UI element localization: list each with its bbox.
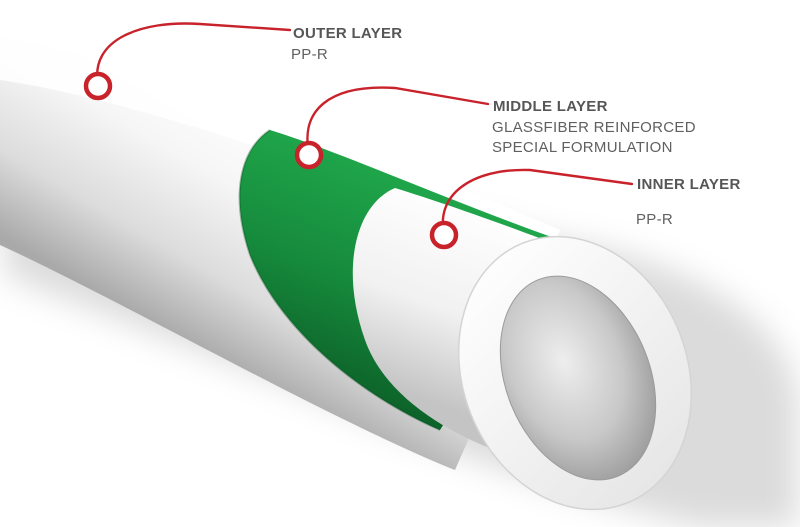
middle-callout-line [306, 86, 490, 155]
middle-layer-material-line2: SPECIAL FORMULATION [492, 139, 673, 156]
inner-callout-marker [429, 220, 459, 250]
inner-layer-title: INNER LAYER [637, 176, 741, 193]
middle-layer-title: MIDDLE LAYER [493, 98, 608, 115]
callout-lines [95, 22, 634, 235]
outer-callout-line [95, 22, 292, 86]
callout-markers [83, 71, 459, 250]
pipe-bore [499, 275, 657, 481]
middle-layer-front-edge [238, 129, 441, 431]
outer-layer-material: PP-R [291, 46, 329, 63]
inner-callout-line [441, 168, 634, 235]
middle-layer-material-line1: GLASSFIBER REINFORCED [492, 119, 696, 136]
outer-callout-marker [83, 71, 113, 101]
outer-layer-title: OUTER LAYER [293, 25, 403, 42]
inner-layer-material: PP-R [636, 211, 674, 228]
middle-callout-marker [294, 140, 324, 170]
